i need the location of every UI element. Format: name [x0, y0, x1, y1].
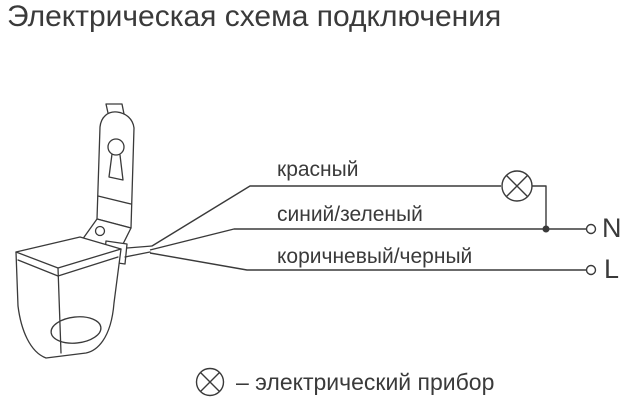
junction-dot	[542, 225, 550, 233]
legend-text: – электрический прибор	[236, 369, 495, 395]
sensor-front-edge	[57, 267, 62, 354]
wires	[149, 185, 586, 271]
wire-label-red: красный	[277, 158, 359, 181]
wire-label-neutral: синий/зеленый	[277, 203, 423, 226]
sensor-body	[15, 236, 122, 359]
wire-red	[151, 185, 501, 247]
keyhole-slot-stem	[108, 153, 124, 181]
terminal-n-label: N	[602, 213, 622, 243]
wire-label-live: коричневый/черный	[277, 245, 473, 268]
wire-live	[149, 252, 586, 271]
page-title: Электрическая схема подключения	[7, 0, 502, 33]
wire-neutral	[149, 228, 586, 251]
lamp-icon	[501, 170, 533, 202]
bracket-crease	[97, 195, 132, 205]
sensor-rim	[17, 256, 119, 277]
screw-icon	[94, 225, 106, 237]
lamp-drop-line	[532, 185, 547, 229]
legend-lamp-icon	[195, 367, 225, 397]
mounting-bracket	[96, 111, 135, 229]
terminal-l-label: L	[604, 254, 620, 284]
keyhole-slot	[107, 138, 125, 156]
sensor-lens	[50, 316, 102, 344]
sensor-device	[15, 103, 153, 359]
lead-wires	[124, 245, 153, 258]
bracket-tab	[105, 103, 125, 115]
terminal-l-circle	[585, 264, 597, 276]
terminal-n-circle	[585, 223, 597, 235]
